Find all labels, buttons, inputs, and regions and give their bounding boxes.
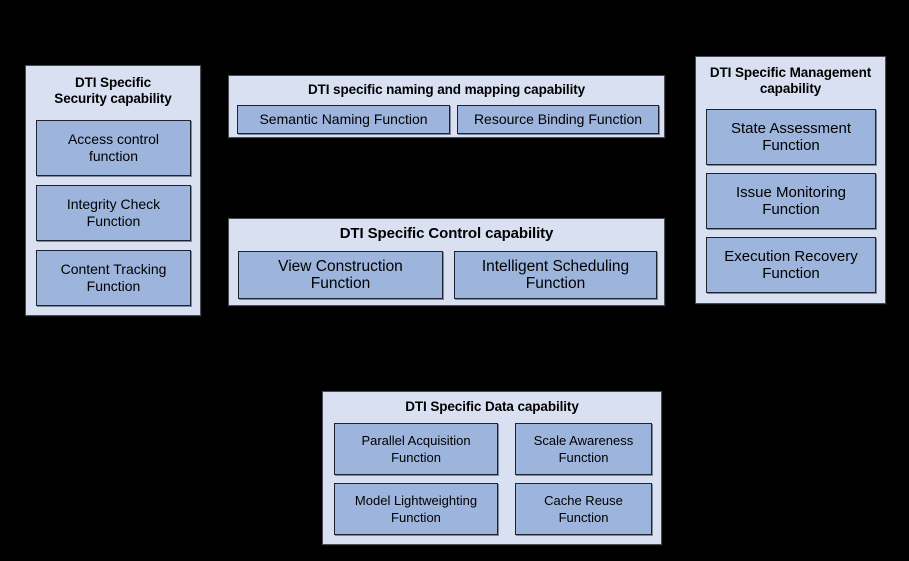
function-box-scale-awareness[interactable]: Scale Awareness Function [515, 423, 652, 475]
function-box-issue-monitoring[interactable]: Issue Monitoring Function [706, 173, 876, 229]
panel-dti-specific-naming-and-mapping-capability: DTI specific naming and mapping capabili… [228, 75, 665, 138]
panel-dti-specific-data-capability: DTI Specific Data capability Parallel Ac… [322, 391, 662, 545]
panel-dti-specific-control-capability: DTI Specific Control capability View Con… [228, 218, 665, 306]
panel-title-naming: DTI specific naming and mapping capabili… [307, 82, 586, 97]
function-box-content-tracking[interactable]: Content Tracking Function [36, 250, 191, 306]
panel-title-security: DTI Specific Security capability [54, 75, 172, 106]
panel-title-control: DTI Specific Control capability [339, 225, 554, 242]
function-box-access-control[interactable]: Access control function [36, 120, 191, 176]
function-box-resource-binding[interactable]: Resource Binding Function [457, 105, 659, 134]
function-box-view-construction[interactable]: View Construction Function [238, 251, 443, 299]
panel-title-management: DTI Specific Management capability [709, 65, 872, 96]
function-box-cache-reuse[interactable]: Cache Reuse Function [515, 483, 652, 535]
panel-title-data: DTI Specific Data capability [405, 399, 579, 414]
function-box-execution-recovery[interactable]: Execution Recovery Function [706, 237, 876, 293]
function-box-state-assessment[interactable]: State Assessment Function [706, 109, 876, 165]
function-box-semantic-naming[interactable]: Semantic Naming Function [237, 105, 450, 134]
panel-dti-specific-security-capability: DTI Specific Security capability Access … [25, 65, 201, 316]
function-box-intelligent-scheduling[interactable]: Intelligent Scheduling Function [454, 251, 657, 299]
function-box-model-lightweighting[interactable]: Model Lightweighting Function [334, 483, 498, 535]
panel-dti-specific-management-capability: DTI Specific Management capability State… [695, 56, 886, 304]
function-box-parallel-acquisition[interactable]: Parallel Acquisition Function [334, 423, 498, 475]
function-box-integrity-check[interactable]: Integrity Check Function [36, 185, 191, 241]
